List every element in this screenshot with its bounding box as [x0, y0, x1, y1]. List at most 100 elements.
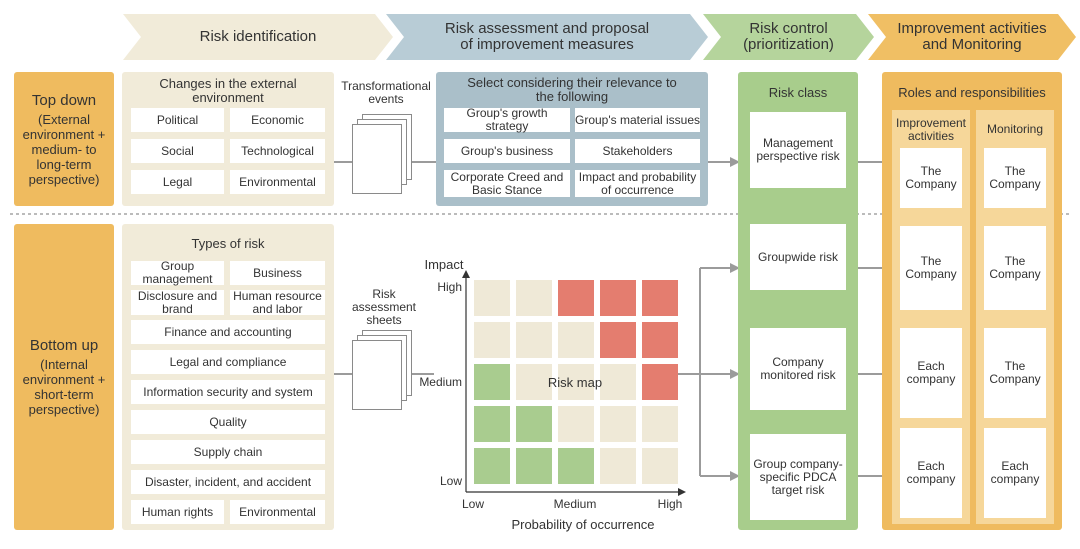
role-cell: The Company	[984, 328, 1046, 418]
chevron-risk-identification	[123, 14, 393, 60]
risk-type-disaster: Disaster, incident, and accident	[131, 470, 325, 494]
criteria-growth-strategy: Group's growth strategy	[444, 107, 570, 133]
step-label-1: Risk identification	[199, 28, 317, 45]
risk-type-business: Business	[230, 261, 325, 285]
risk-map-cell	[642, 322, 678, 358]
risk-map-cell	[600, 322, 636, 358]
risk-class-groupwide: Groupwide risk	[750, 224, 846, 290]
risk-type-supply-chain: Supply chain	[131, 440, 325, 464]
risk-map	[462, 270, 686, 496]
external-environment-title: Changes in the external environment	[159, 76, 297, 105]
risk-map-cell	[474, 280, 510, 316]
riskmap-x-axis-title: Probability of occurrence	[511, 517, 655, 532]
role-cell: The Company	[900, 226, 962, 310]
risk-type-human-resource: Human resource and labor	[230, 289, 325, 315]
role-cell: Each company	[900, 428, 962, 518]
riskmap-x-tick-low: Low	[461, 497, 484, 511]
riskmap-y-tick-low: Low	[439, 474, 462, 488]
riskmap-y-tick-medium: Medium	[419, 375, 462, 389]
header-chevrons	[123, 14, 1076, 60]
bottomup-label-box: Bottom up (Internal environment + short-…	[14, 224, 114, 530]
risk-map-cell	[474, 364, 510, 400]
risk-type-quality: Quality	[131, 410, 325, 434]
role-cell: The Company	[984, 148, 1046, 208]
selection-criteria-panel: Select considering their relevance to th…	[436, 72, 708, 206]
riskmap-center-label: Risk map	[547, 375, 603, 390]
risk-map-cell	[516, 364, 552, 400]
role-cell: The Company	[984, 226, 1046, 310]
risk-class-company-monitored: Company monitored risk	[750, 328, 846, 410]
riskmap-y-axis-title: Impact	[424, 257, 464, 272]
risk-map-cell	[474, 406, 510, 442]
external-environment-panel: Changes in the external environment Poli…	[122, 72, 334, 206]
topdown-label-box: Top down (External environment + medium-…	[14, 72, 114, 206]
env-item-economic: Economic	[230, 108, 325, 132]
risk-map-cell	[516, 280, 552, 316]
criteria-business: Group's business	[444, 139, 570, 163]
risk-map-cell	[474, 448, 510, 484]
chevron-improvement	[868, 14, 1076, 60]
risk-type-legal-compliance: Legal and compliance	[131, 350, 325, 374]
risk-map-cell	[558, 280, 594, 316]
risk-type-information-security: Information security and system	[131, 380, 325, 404]
riskmap-x-tick-medium: Medium	[553, 497, 597, 511]
role-cell: The Company	[900, 148, 962, 208]
topdown-subtitle: (External environment + medium- to long-…	[22, 111, 106, 187]
risk-map-cell	[642, 448, 678, 484]
env-item-political: Political	[131, 108, 224, 132]
transformational-events-label: Transformational events	[341, 79, 431, 106]
risk-map-cell	[600, 364, 636, 400]
risk-map-cell	[642, 280, 678, 316]
risk-map-cell	[600, 280, 636, 316]
env-item-environmental: Environmental	[230, 170, 325, 194]
risk-map-cell	[516, 322, 552, 358]
roles-panel: Roles and responsibilities Improvement a…	[882, 72, 1062, 530]
risk-class-group-company-specific: Group company-specific PDCA target risk	[750, 434, 846, 520]
document-icon	[352, 124, 402, 194]
role-cell: Each company	[984, 428, 1046, 518]
bottomup-title: Bottom up	[29, 337, 99, 354]
criteria-material-issues: Group's material issues	[575, 108, 700, 132]
types-of-risk-panel: Types of risk Group management Business …	[122, 224, 334, 530]
step-label-2: Risk assessment and proposal of improvem…	[444, 20, 650, 53]
risk-map-cell	[558, 322, 594, 358]
risk-class-management: Management perspective risk	[750, 112, 846, 188]
risk-map-cell	[516, 448, 552, 484]
selection-criteria-title: Select considering their relevance to th…	[467, 75, 677, 104]
criteria-corporate-creed: Corporate Creed and Basic Stance	[444, 170, 570, 197]
env-item-legal: Legal	[131, 170, 224, 194]
risk-map-cell	[642, 406, 678, 442]
topdown-title: Top down	[31, 91, 97, 109]
risk-map-cell	[516, 406, 552, 442]
risk-type-human-rights: Human rights	[131, 500, 224, 524]
risk-map-cell	[474, 322, 510, 358]
risk-map-cell	[558, 406, 594, 442]
risk-type-disclosure-brand: Disclosure and brand	[131, 289, 224, 315]
risk-class-title: Risk class	[768, 85, 828, 100]
risk-map-cell	[600, 406, 636, 442]
env-item-technological: Technological	[230, 139, 325, 163]
roles-title: Roles and responsibilities	[898, 85, 1046, 100]
env-item-social: Social	[131, 139, 224, 163]
risk-class-panel: Risk class Management perspective risk G…	[738, 72, 858, 530]
risk-map-cell	[600, 448, 636, 484]
step-label-3: Risk control (prioritization)	[743, 20, 834, 53]
criteria-impact-probability: Impact and probability of occurrence	[575, 170, 700, 197]
risk-map-cell	[558, 448, 594, 484]
chevron-risk-assessment	[386, 14, 708, 60]
risk-type-finance: Finance and accounting	[131, 320, 325, 344]
risk-assessment-sheets-label: Risk assessment sheets	[351, 287, 417, 327]
risk-type-group-management: Group management	[131, 260, 224, 286]
document-icon	[352, 340, 402, 410]
role-cell: Each company	[900, 328, 962, 418]
step-label-4: Improvement activities and Monitoring	[897, 20, 1047, 53]
risk-map-cell	[642, 364, 678, 400]
bottomup-subtitle: (Internal environment + short-term persp…	[22, 357, 106, 417]
col-header-monitoring: Monitoring	[986, 122, 1044, 136]
riskmap-y-tick-high: High	[437, 280, 462, 294]
types-of-risk-title: Types of risk	[191, 236, 265, 251]
criteria-stakeholders: Stakeholders	[575, 139, 700, 163]
risk-type-environmental: Environmental	[230, 500, 325, 524]
riskmap-x-tick-high: High	[657, 497, 683, 511]
col-header-improvement: Improvement activities	[895, 116, 967, 143]
